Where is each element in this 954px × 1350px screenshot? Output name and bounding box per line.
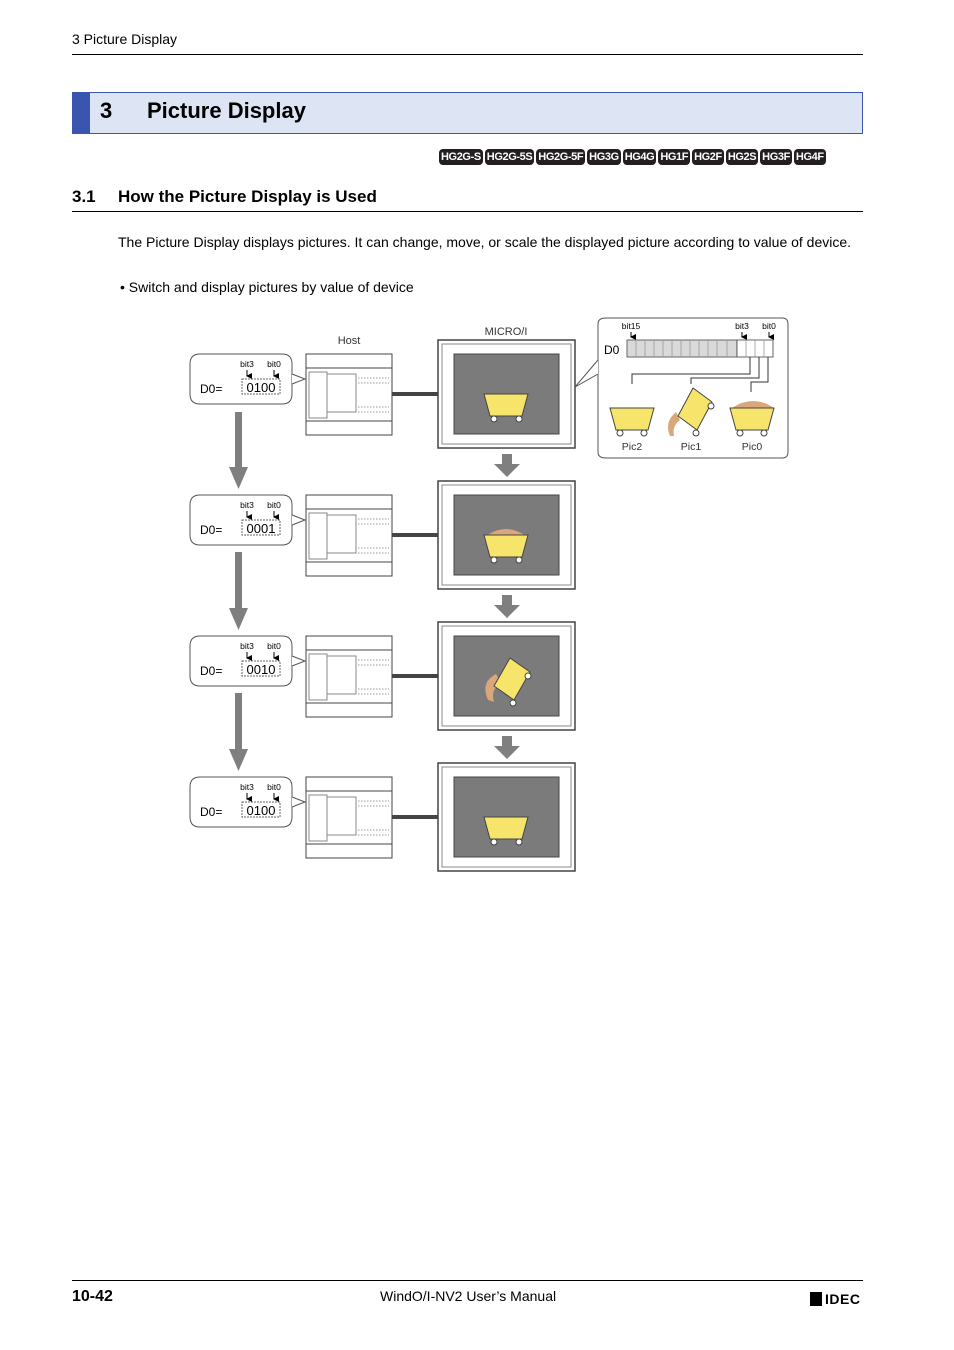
model-badge: HG2F [692, 149, 724, 165]
device-label: D0= [200, 805, 222, 819]
manual-title: WindO/I-NV2 User’s Manual [380, 1288, 557, 1304]
host-plc [305, 635, 393, 718]
bit0-label: bit0 [267, 359, 281, 369]
device-label: D0= [200, 664, 222, 678]
legend-label-pic2: Pic2 [622, 441, 643, 453]
bit3-label: bit3 [240, 500, 254, 510]
device-value-bubble: D0= bit3 bit0 0100 [189, 776, 307, 828]
section-title: How the Picture Display is Used [118, 187, 377, 206]
header-rule [72, 54, 863, 55]
device-value: 0010 [247, 662, 276, 677]
screen-arrow-down [494, 595, 520, 618]
chapter-number: 3 [100, 98, 113, 123]
model-badge: HG4F [793, 149, 826, 165]
device-label: D0= [200, 382, 222, 396]
connection-cable [392, 815, 438, 819]
model-badge: HG1F [658, 149, 691, 165]
device-value-bubble: D0= bit3 bit0 0001 [189, 494, 307, 546]
model-badge: HG2S [725, 149, 759, 165]
logo-text: IDEC [825, 1291, 861, 1307]
host-plc [305, 353, 393, 436]
legend-label-pic1: Pic1 [681, 441, 702, 453]
device-label: D0= [200, 523, 222, 537]
bit3-label: bit3 [240, 641, 254, 651]
connection-cable [392, 533, 438, 537]
bit0-label: bit0 [267, 641, 281, 651]
bit15-label: bit15 [622, 321, 641, 331]
section-rule [72, 211, 863, 212]
model-badge: HG4G [622, 149, 657, 165]
micro-i-screen [437, 339, 576, 449]
connection-cable [392, 392, 438, 396]
bit0-label: bit0 [267, 782, 281, 792]
body-paragraph: The Picture Display displays pictures. I… [118, 234, 852, 250]
micro-label: MICRO/I [485, 326, 528, 338]
device-value: 0001 [247, 521, 276, 536]
host-plc [305, 494, 393, 577]
model-badges: HG2G-S HG2G-5S HG2G-5F HG3G HG4G HG1F HG… [439, 149, 826, 165]
connection-cable [392, 674, 438, 678]
idec-logo: IDEC [810, 1291, 860, 1307]
flow-arrow-down [229, 693, 248, 771]
bit3-label: bit3 [735, 321, 749, 331]
model-badge: HG2G-5F [536, 149, 586, 165]
model-badge: HG2G-S [439, 149, 483, 165]
screen-arrow-down [494, 736, 520, 759]
micro-i-screen [437, 621, 576, 731]
bullet-item: • Switch and display pictures by value o… [120, 279, 414, 295]
device-value: 0100 [247, 380, 276, 395]
screen-arrow-down [494, 454, 520, 477]
legend-picture-pic1 [668, 387, 715, 437]
footer-rule [72, 1280, 863, 1281]
bit0-label: bit0 [267, 500, 281, 510]
flow-arrow-down [229, 412, 248, 489]
device-value-bubble: D0= bit3 bit0 0100 [189, 353, 307, 405]
bit-picture-legend: D0 bit15 bit3 bit0 [574, 317, 789, 459]
register-label: D0 [604, 343, 620, 357]
device-value-bubble: D0= bit3 bit0 0010 [189, 635, 307, 687]
bit0-label: bit0 [762, 321, 776, 331]
cart-picture [483, 393, 529, 423]
chapter-heading-bar [72, 92, 863, 134]
page-number: 10-42 [72, 1288, 113, 1305]
section-number: 3.1 [72, 187, 96, 206]
picture-display-figure: Host MICRO/I D0= bit3 bit0 0100 [189, 317, 789, 872]
model-badge: HG2G-5S [484, 149, 535, 165]
chapter-title: Picture Display [147, 98, 306, 123]
legend-label-pic0: Pic0 [742, 441, 763, 453]
micro-i-screen [437, 762, 576, 872]
bit3-label: bit3 [240, 359, 254, 369]
flow-arrow-down [229, 552, 248, 630]
cart-picture [485, 657, 532, 707]
logo-mark-icon [810, 1292, 822, 1306]
host-label: Host [338, 335, 361, 347]
legend-picture-pic2 [609, 407, 655, 437]
micro-i-screen [437, 480, 576, 590]
cart-picture [483, 816, 529, 846]
cart-picture [483, 529, 529, 564]
model-badge: HG3F [760, 149, 792, 165]
chapter-heading-accent [72, 92, 90, 134]
device-value: 0100 [247, 803, 276, 818]
bit3-label: bit3 [240, 782, 254, 792]
model-badge: HG3G [587, 149, 621, 165]
host-plc [305, 776, 393, 859]
legend-picture-pic0 [729, 401, 775, 437]
running-head: 3 Picture Display [72, 31, 178, 47]
